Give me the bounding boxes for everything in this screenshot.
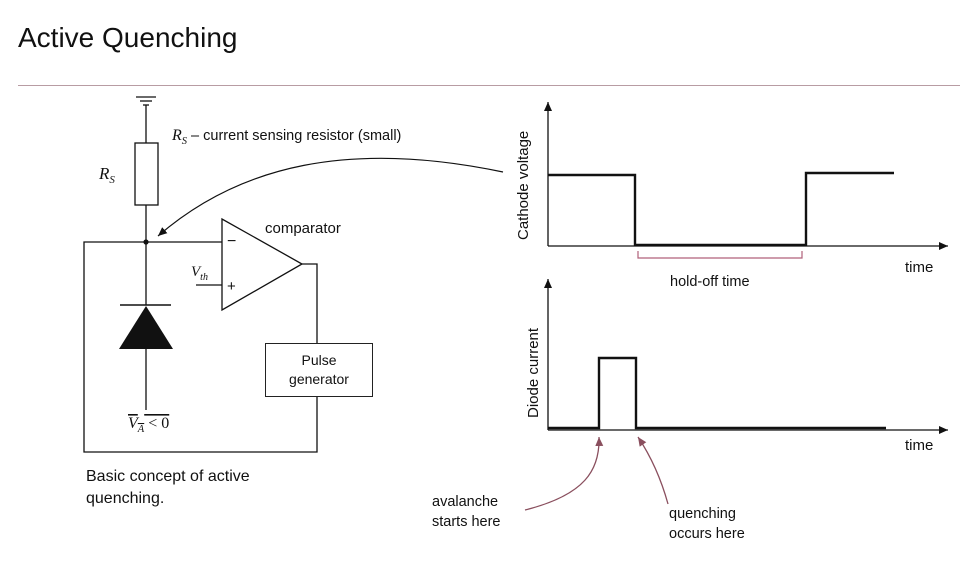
resistor-rs	[134, 142, 159, 206]
comparator-plus: +	[227, 278, 236, 295]
avalanche-arrow	[524, 436, 604, 511]
comparator-minus: −	[227, 233, 236, 250]
quench-arrow	[637, 436, 669, 505]
wire-comparator-pulse	[302, 263, 318, 343]
bottom-y-label: Diode current	[525, 327, 542, 418]
pulse-label-line2: generator	[289, 371, 349, 387]
quench-label-line1: quenching	[669, 506, 736, 522]
avalanche-label-line2: starts here	[432, 514, 501, 530]
circuit-caption: Basic concept of active quenching.	[86, 466, 316, 510]
comparator-label: comparator	[265, 220, 341, 237]
va-label: VA < 0	[128, 415, 169, 435]
rs-label: RS	[98, 164, 115, 186]
top-y-label: Cathode voltage	[515, 131, 532, 240]
avalanche-label-line1: avalanche	[432, 494, 498, 510]
title-divider	[18, 85, 960, 86]
holdoff-bracket	[637, 251, 803, 259]
caption-line1: Basic concept of active	[86, 468, 250, 485]
top-x-label: time	[905, 259, 933, 276]
pulse-generator-block: Pulse generator	[265, 343, 373, 397]
ground-symbol	[136, 96, 156, 106]
pulse-label-line1: Pulse	[301, 352, 337, 368]
link-arrow	[157, 157, 504, 237]
page-title: Active Quenching	[18, 22, 238, 53]
comparator-symbol	[221, 217, 304, 312]
cathode-voltage-trace	[548, 171, 894, 247]
quench-label-line2: occurs here	[669, 526, 745, 542]
bottom-x-label: time	[905, 437, 933, 454]
vth-label: Vth	[191, 264, 208, 283]
wire-outer-loop	[83, 241, 318, 453]
holdoff-label: hold-off time	[670, 274, 750, 290]
caption-line2: quenching.	[86, 490, 165, 507]
rs-note: RS – current sensing resistor (small)	[171, 127, 401, 147]
diode-current-trace	[548, 356, 886, 430]
spad-diode	[119, 306, 173, 349]
